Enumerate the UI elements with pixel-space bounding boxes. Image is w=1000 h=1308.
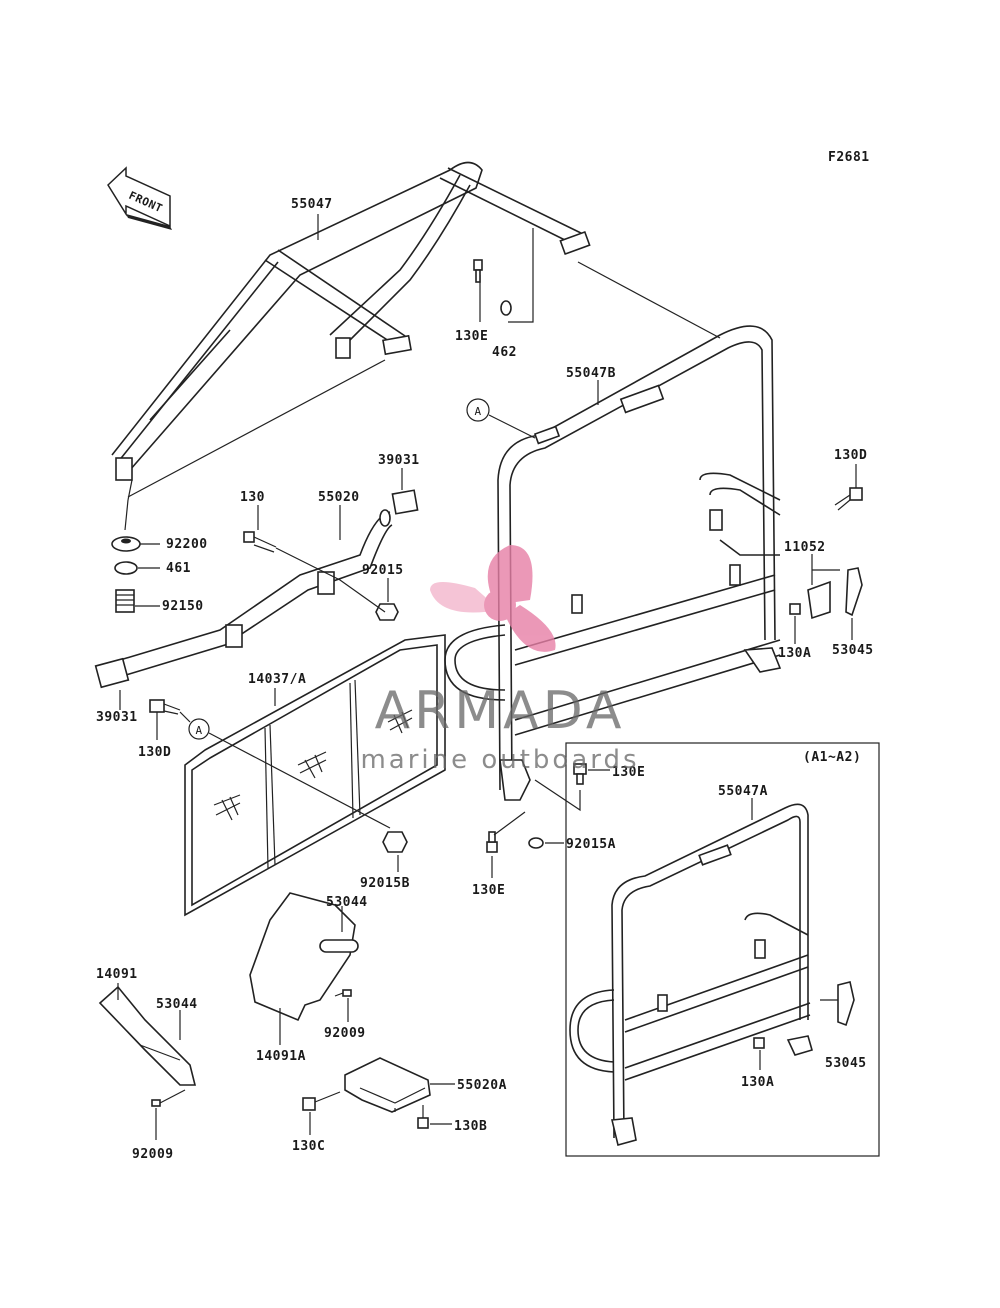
nut-92015 bbox=[375, 603, 399, 621]
variant-inset-label: (A1~A2) bbox=[803, 750, 861, 765]
label-130: 130 bbox=[240, 490, 265, 505]
armada-watermark: ARMADA marine outboards bbox=[360, 545, 639, 775]
ref-marker-a-bottom bbox=[188, 718, 210, 740]
latch-53045 bbox=[845, 567, 863, 617]
cross-tube-55020 bbox=[94, 509, 393, 689]
nut-92015B bbox=[382, 831, 408, 853]
label-92200: 92200 bbox=[166, 537, 208, 552]
label-130A: 130A bbox=[778, 646, 811, 661]
variant-inset-box bbox=[565, 742, 880, 1157]
bolt-130A-inset bbox=[753, 1037, 765, 1049]
label-55047: 55047 bbox=[291, 197, 333, 212]
bolt-130E-bottom bbox=[486, 831, 498, 853]
label-55047A: 55047A bbox=[718, 784, 768, 799]
label-55047B: 55047B bbox=[566, 366, 616, 381]
label-53045-inset: 53045 bbox=[825, 1056, 867, 1071]
bolt-130D-right bbox=[834, 487, 863, 511]
label-130E-top: 130E bbox=[455, 329, 488, 344]
skid-plate-55020A bbox=[344, 1057, 431, 1113]
bolt-130C bbox=[302, 1091, 341, 1111]
rear-screen-14037A bbox=[184, 634, 446, 917]
label-130D-left: 130D bbox=[138, 745, 171, 760]
ref-marker-a-bottom-label: A bbox=[195, 724, 202, 737]
label-130A-inset: 130A bbox=[741, 1075, 774, 1090]
cover-14091A bbox=[249, 892, 359, 1022]
figure-code: F2681 bbox=[828, 150, 870, 165]
nut-92015A bbox=[528, 837, 544, 849]
propeller-logo-icon bbox=[430, 545, 556, 652]
label-39031-bottom: 39031 bbox=[96, 710, 138, 725]
label-53044-left: 53044 bbox=[156, 997, 198, 1012]
label-92015B: 92015B bbox=[360, 876, 410, 891]
label-130C: 130C bbox=[292, 1139, 325, 1154]
bolt-130A bbox=[789, 603, 801, 615]
cover-14091 bbox=[98, 985, 197, 1086]
bolt-130E-top bbox=[473, 259, 483, 283]
label-130E-mid: 130E bbox=[612, 765, 645, 780]
label-130D-right: 130D bbox=[834, 448, 867, 463]
bolt-130D-left bbox=[149, 699, 181, 715]
front-arrow-icon: FRONT bbox=[107, 166, 172, 230]
label-55020A: 55020A bbox=[457, 1078, 507, 1093]
watermark-brand: ARMADA bbox=[375, 681, 626, 741]
label-92015A: 92015A bbox=[566, 837, 616, 852]
label-92009-mid: 92009 bbox=[324, 1026, 366, 1041]
label-55020: 55020 bbox=[318, 490, 360, 505]
ref-marker-a-top-label: A bbox=[474, 405, 481, 418]
label-53045: 53045 bbox=[832, 643, 874, 658]
bolt-130-center bbox=[243, 531, 277, 553]
label-92009-left: 92009 bbox=[132, 1147, 174, 1162]
label-14091A: 14091A bbox=[256, 1049, 306, 1064]
roll-cage-55047A bbox=[569, 803, 813, 1146]
label-461: 461 bbox=[166, 561, 191, 576]
label-130E-bottom: 130E bbox=[472, 883, 505, 898]
label-14037A: 14037/A bbox=[248, 672, 306, 687]
label-92150: 92150 bbox=[162, 599, 204, 614]
screw-92009-left bbox=[151, 1099, 161, 1107]
label-11052: 11052 bbox=[784, 540, 826, 555]
washer-462 bbox=[500, 300, 512, 316]
ref-marker-a-top bbox=[466, 398, 490, 422]
spring-92150 bbox=[115, 589, 135, 613]
label-92015: 92015 bbox=[362, 563, 404, 578]
screw-92009-mid bbox=[334, 989, 352, 997]
bushing-39031-top bbox=[391, 489, 419, 515]
label-14091: 14091 bbox=[96, 967, 138, 982]
watermark-tagline: marine outboards bbox=[360, 745, 639, 775]
bracket-11052 bbox=[807, 580, 831, 620]
bolt-130B bbox=[417, 1117, 429, 1129]
label-130B: 130B bbox=[454, 1119, 487, 1134]
label-53044-mid: 53044 bbox=[326, 895, 368, 910]
bolt-130E-mid bbox=[573, 763, 587, 785]
roof-frame-55047 bbox=[111, 161, 591, 481]
latch-53045-inset bbox=[837, 981, 855, 1027]
mount-92200 bbox=[111, 536, 141, 552]
label-39031-top: 39031 bbox=[378, 453, 420, 468]
washer-461 bbox=[114, 561, 138, 575]
label-462: 462 bbox=[492, 345, 517, 360]
